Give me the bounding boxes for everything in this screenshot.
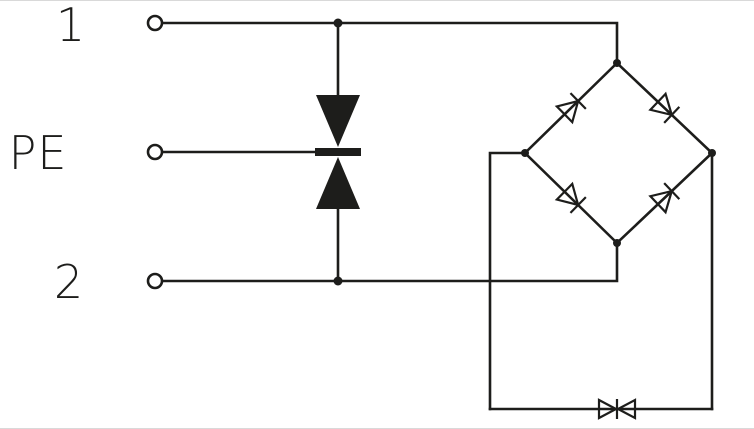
junction-dot <box>613 239 621 247</box>
wire-line-2 <box>161 241 619 283</box>
terminal-2-connector <box>146 272 164 290</box>
suppressor-diode-pair <box>315 95 361 209</box>
suppressor-upper-diode-icon <box>316 95 360 147</box>
bridge-diode-bottom-left-icon <box>554 181 587 214</box>
bridge-diamond-wire <box>523 61 714 245</box>
terminal-pe-connector <box>146 143 164 161</box>
terminal-1-connector <box>146 14 164 32</box>
junction-dot <box>521 149 529 157</box>
terminal-2-label: 2 <box>54 255 84 309</box>
suppressor-lower-diode-icon <box>316 157 360 209</box>
junction-dot <box>613 59 621 67</box>
terminal-1-label: 1 <box>56 1 86 52</box>
bridge-diode-top-right-icon <box>648 91 681 124</box>
junction-dot <box>333 18 343 28</box>
bridge-diode-bottom-right-icon <box>648 182 681 215</box>
junction-dot <box>333 276 343 286</box>
wire-line-1 <box>161 21 619 65</box>
bridge-diode-top-left-icon <box>554 92 587 125</box>
terminal-pe-label: PE <box>9 126 68 180</box>
junction-dot <box>708 149 716 157</box>
tvs-diode-icon <box>597 398 637 420</box>
suppressor-cathode-bar <box>315 148 361 156</box>
wire-dc-left-rail <box>488 151 527 411</box>
